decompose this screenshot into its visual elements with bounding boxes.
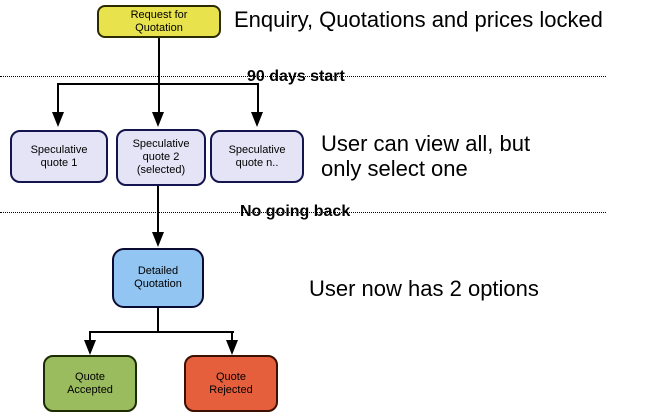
- divider-label-90-days-start: 90 days start: [247, 68, 345, 85]
- arrow-down-icon: [226, 340, 238, 355]
- arrow-down-icon: [84, 340, 96, 355]
- arrow-down-icon: [52, 112, 64, 127]
- divider-90-days-line: [0, 76, 606, 77]
- connector-stem-middle: [157, 186, 159, 232]
- divider-no-going-back-line: [0, 212, 606, 213]
- arrow-down-icon: [152, 232, 164, 247]
- node-speculative-quote-n: Speculative quote n..: [210, 130, 304, 183]
- connector-drop-spec2: [158, 83, 160, 115]
- connector-drop-rejected: [231, 331, 233, 341]
- connector-branch-bottom: [89, 331, 234, 333]
- connector-drop-accepted: [89, 331, 91, 341]
- arrow-down-icon: [251, 112, 263, 127]
- node-speculative-quote-1: Speculative quote 1: [10, 130, 108, 183]
- connector-drop-specn: [257, 83, 259, 115]
- annotation-view-all-stage: User can view all, but only select one: [321, 131, 531, 181]
- node-quote-accepted: Quote Accepted: [43, 355, 137, 412]
- node-request-for-quotation: Request for Quotation: [97, 5, 221, 38]
- arrow-down-icon: [152, 112, 164, 127]
- annotation-two-options-stage: User now has 2 options: [309, 276, 539, 301]
- connector-stem-top: [158, 38, 160, 84]
- connector-stem-bottom: [157, 308, 159, 333]
- connector-drop-spec1: [57, 83, 59, 115]
- node-detailed-quotation: Detailed Quotation: [112, 248, 204, 308]
- node-quote-rejected: Quote Rejected: [184, 355, 278, 412]
- annotation-enquiry-stage: Enquiry, Quotations and prices locked: [234, 7, 603, 32]
- node-speculative-quote-2-selected: Speculative quote 2 (selected): [116, 129, 206, 186]
- divider-label-no-going-back: No going back: [240, 203, 351, 220]
